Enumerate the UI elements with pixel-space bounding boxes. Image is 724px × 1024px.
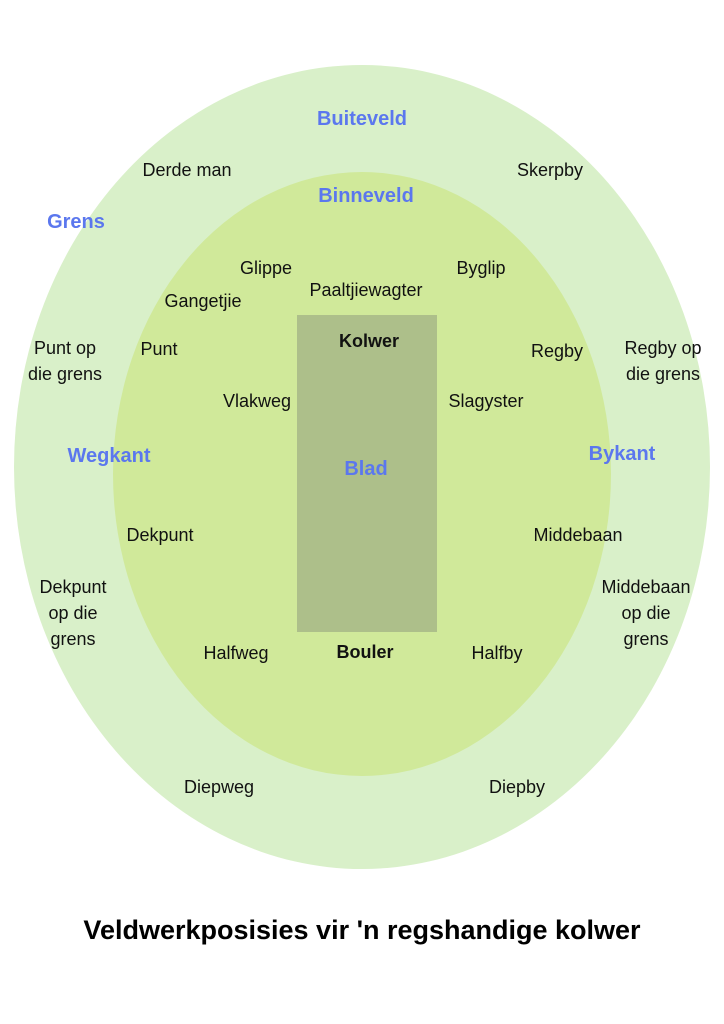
label-line: die grens	[625, 364, 701, 384]
off-side-label: Bykant	[588, 443, 656, 465]
position-halfweg: Halfweg	[203, 643, 269, 663]
position-diepby: Diepby	[488, 777, 546, 797]
label-line: Punt op	[33, 338, 97, 358]
leg-side-label: Wegkant	[67, 445, 151, 467]
bowler-label: Bouler	[336, 642, 394, 662]
label-line: die grens	[27, 364, 103, 384]
position-skerpby: Skerpby	[516, 160, 584, 180]
position-middebaan-op-die-grens: Middebaan op die grens	[601, 574, 690, 652]
position-regby-op-die-grens: Regby op die grens	[624, 335, 701, 387]
position-punt: Punt	[140, 339, 178, 359]
position-derde-man: Derde man	[142, 160, 232, 180]
position-slagyster: Slagyster	[448, 391, 524, 411]
position-glippe: Glippe	[239, 258, 293, 278]
label-line: grens	[623, 629, 669, 649]
label-line: op die	[48, 603, 98, 623]
infield-label: Binneveld	[318, 185, 414, 207]
position-dekpunt-op-die-grens: Dekpunt op die grens	[39, 574, 106, 652]
diagram-title: Veldwerkposisies vir 'n regshandige kolw…	[83, 915, 641, 945]
position-vlakweg: Vlakweg	[222, 391, 292, 411]
position-diepweg: Diepweg	[183, 777, 255, 797]
keeper-label: Paaltjiewagter	[309, 280, 423, 300]
batter-label: Kolwer	[338, 331, 400, 351]
label-line: Dekpunt	[39, 577, 107, 597]
label-line: Regby op	[624, 338, 702, 358]
pitch-rect	[297, 315, 437, 632]
position-byglip: Byglip	[456, 258, 506, 278]
position-middebaan: Middebaan	[533, 525, 623, 545]
position-gangetjie: Gangetjie	[164, 291, 242, 311]
pitch-label: Blad	[344, 458, 388, 480]
label-line: grens	[50, 629, 96, 649]
label-line: op die	[621, 603, 671, 623]
position-regby: Regby	[530, 341, 584, 361]
label-line: Middebaan	[601, 577, 691, 597]
position-punt-op-die-grens: Punt op die grens	[28, 335, 102, 387]
outfield-label: Buiteveld	[316, 108, 408, 130]
position-dekpunt: Dekpunt	[126, 525, 194, 545]
position-halfby: Halfby	[471, 643, 523, 663]
boundary-label: Grens	[47, 211, 105, 233]
